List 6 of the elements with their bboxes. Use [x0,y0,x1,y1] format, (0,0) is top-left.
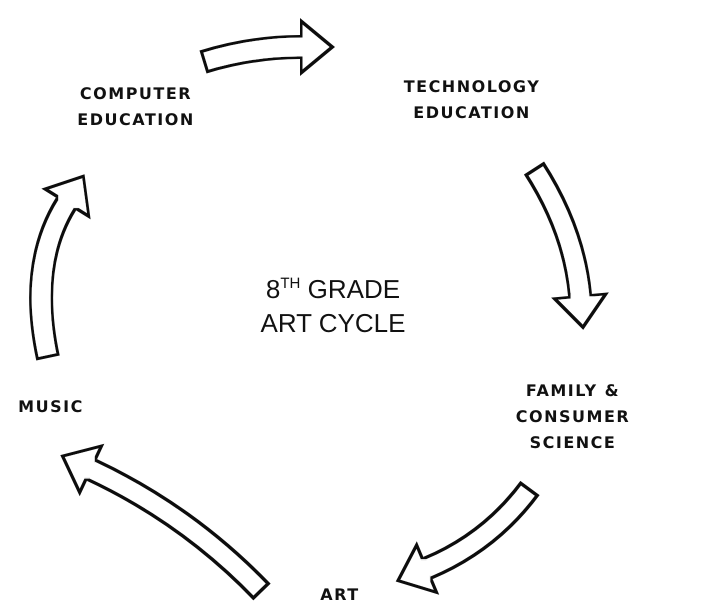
node-label: FAMILY & CONSUMER SCIENCE [514,380,632,454]
node-label: TECHNOLOGY EDUCATION [402,76,542,124]
diagram-title: 8$^{TH}$ GRADE ART CYCLE [260,273,406,340]
node-label: COMPUTER EDUCATION [76,83,196,131]
node-label: MUSIC [18,396,84,418]
node-label: ART [320,584,360,606]
